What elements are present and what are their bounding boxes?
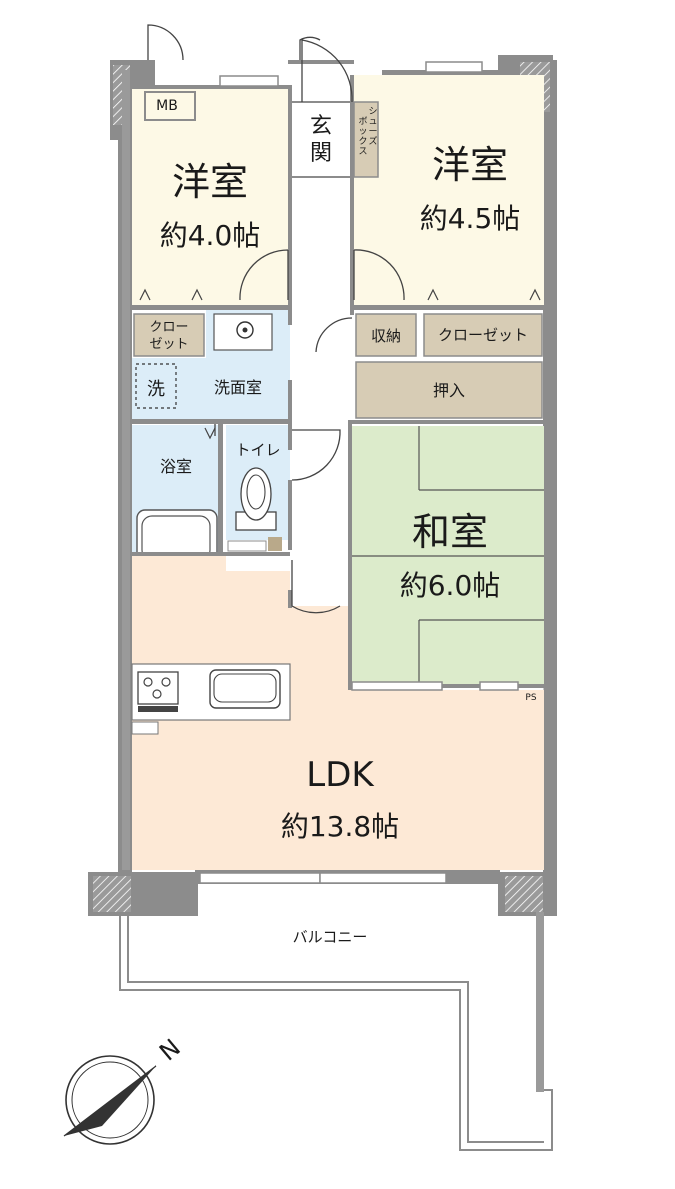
washroom-label: 洗面室 (214, 378, 262, 397)
shoe-box-char-3: ー (368, 127, 377, 137)
western-room-2-size: 約4.5帖 (420, 202, 521, 235)
compass-icon (63, 1055, 157, 1145)
ldk-name: LDK (306, 755, 375, 795)
storage (355, 313, 417, 357)
japanese-room-size: 約6.0帖 (400, 569, 501, 602)
windows (199, 61, 519, 884)
closet-left (133, 313, 205, 357)
western-room-1-floor (132, 85, 290, 307)
room-labels: MB 洋室 約4.0帖 洋室 約4.5帖 玄 関 シ ュ ー ズ ボ ッ ク ス… (144, 91, 537, 1067)
entrance-label-1: 玄 (310, 114, 332, 139)
entrance-label-2: 関 (310, 141, 332, 166)
shoe-box-char-1: シ (368, 107, 377, 117)
interior-walls (130, 60, 544, 690)
toilet-label: トイレ (235, 441, 280, 459)
tatami-lines (352, 426, 544, 684)
western-room-1-size: 約4.0帖 (160, 219, 261, 252)
closet-right-label: クローゼット (438, 326, 528, 344)
western-room-2-name: 洋室 (432, 143, 508, 187)
closet-left-label-1: クロー (149, 320, 188, 335)
shoe-box-char-5: ボ (358, 116, 367, 127)
closet-left-label-2: ゼット (149, 337, 188, 352)
closet-right (423, 313, 543, 357)
door-swings (147, 24, 405, 614)
shoe-box-char-6: ッ (358, 127, 367, 137)
japanese-room-name: 和室 (412, 510, 488, 554)
western-room-1-name: 洋室 (172, 160, 248, 204)
shoe-box-char-4: ズ (368, 135, 377, 147)
bathroom-label: 浴室 (160, 457, 192, 476)
washing-machine-area (135, 363, 177, 409)
stove (137, 671, 179, 705)
ps-label: PS (525, 693, 536, 703)
storage-label: 収納 (371, 327, 401, 345)
compass-north-label: N (154, 1034, 186, 1067)
ldk-floor (132, 555, 544, 870)
ldk-size: 約13.8帖 (281, 810, 399, 843)
western-room-2-floor (354, 75, 544, 307)
balcony-label: バルコニー (293, 928, 368, 946)
oshiire (355, 361, 543, 419)
toilet-bowl (240, 467, 272, 521)
oshiire-label: 押入 (433, 381, 465, 400)
shoe-box (353, 101, 379, 178)
shoe-box-char-2: ュ (368, 117, 377, 127)
entrance-floor (289, 101, 353, 178)
shoe-box-char-7: ク (358, 136, 367, 147)
closet-triangles (139, 288, 541, 440)
mb-label: MB (156, 98, 178, 114)
shoe-box-char-8: ス (358, 147, 367, 157)
balcony-outline (119, 912, 553, 1151)
vanity-sink (213, 313, 273, 351)
japanese-room-floor (352, 426, 544, 684)
washing-machine-label: 洗 (147, 379, 165, 400)
kitchen-sink (209, 669, 281, 709)
